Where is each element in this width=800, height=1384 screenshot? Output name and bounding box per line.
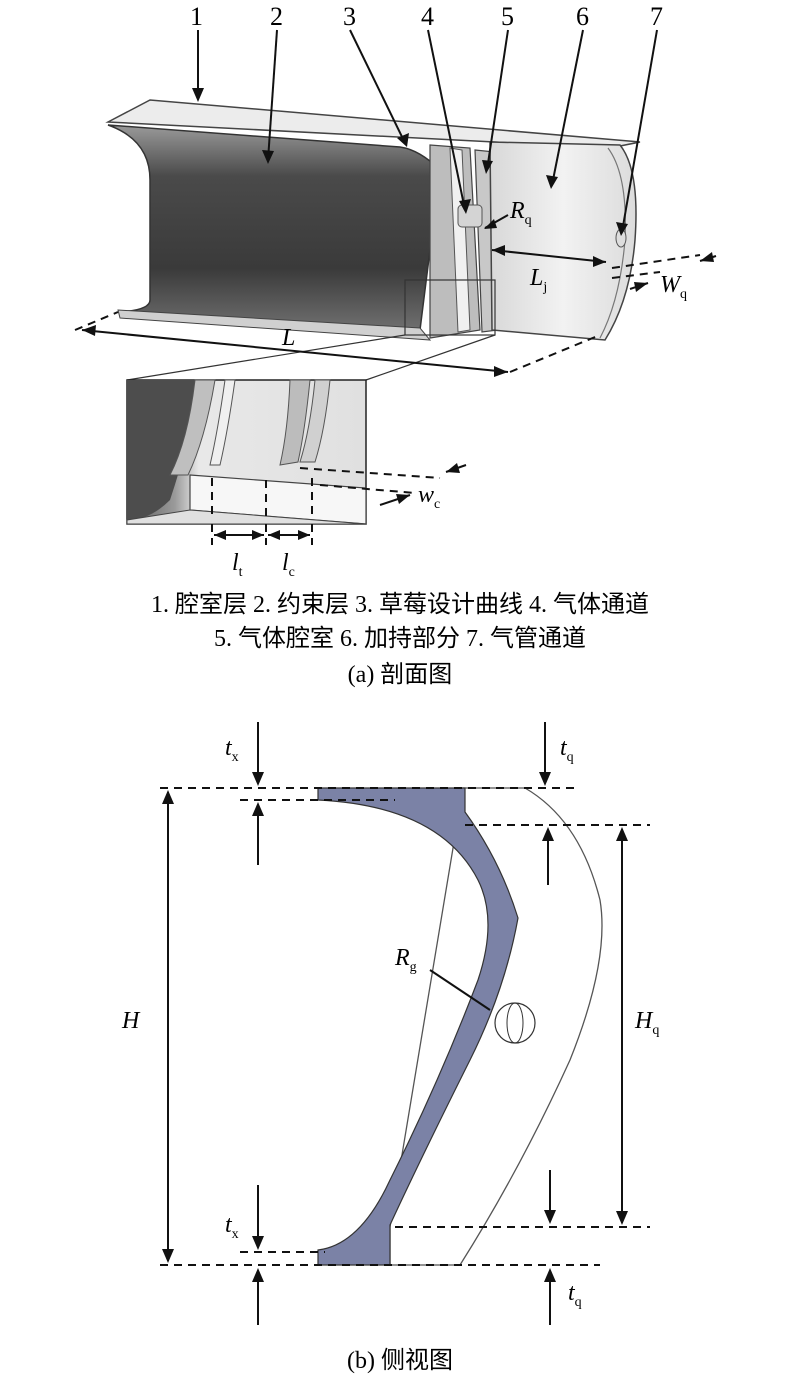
dimension-tx-top: tx bbox=[225, 722, 264, 865]
restraint-layer-top bbox=[105, 99, 641, 149]
gas-channel-port bbox=[457, 204, 483, 228]
label-tq-top: tq bbox=[560, 735, 574, 765]
annotation-Rq: Rq bbox=[484, 198, 532, 229]
grip-outline bbox=[389, 787, 603, 1266]
label-wc: wc bbox=[418, 482, 440, 512]
air-tube-ellipse bbox=[506, 1002, 524, 1044]
number-2: 2 bbox=[270, 2, 283, 31]
label-tq-bottom: tq bbox=[568, 1280, 582, 1310]
dimension-wc: wc bbox=[379, 463, 467, 512]
zoom-source-box bbox=[404, 279, 496, 336]
caption-a: (a) 剖面图 bbox=[348, 661, 453, 688]
dimension-L: L bbox=[74, 311, 601, 377]
dimension-tq-bottom: tq bbox=[544, 1170, 582, 1325]
label-Rq: Rq bbox=[509, 198, 532, 228]
legend-line-1: 1. 腔室层 2. 约束层 3. 草莓设计曲线 4. 气体通道 bbox=[151, 591, 649, 618]
chamber-bottom-rim bbox=[117, 309, 432, 341]
zoom-ring-3 bbox=[279, 379, 311, 466]
legend-line-2: 5. 气体腔室 6. 加持部分 7. 气管通道 bbox=[214, 625, 586, 652]
label-lc: lc bbox=[282, 550, 295, 580]
label-tx-bottom: tx bbox=[225, 1212, 239, 1242]
label-Wq: Wq bbox=[660, 272, 687, 302]
number-1: 1 bbox=[190, 2, 203, 31]
dimension-H: H bbox=[121, 790, 174, 1263]
annotation-Rg: Rg bbox=[394, 945, 491, 1011]
label-Hq: Hq bbox=[634, 1008, 659, 1038]
zoom-connector-right bbox=[365, 334, 496, 381]
dimension-Hq: Hq bbox=[616, 827, 659, 1225]
section-view bbox=[105, 99, 641, 381]
reference-lines bbox=[160, 787, 650, 1266]
caption-b: (b) 侧视图 bbox=[347, 1347, 453, 1374]
number-4: 4 bbox=[421, 2, 434, 31]
number-5: 5 bbox=[501, 2, 514, 31]
number-labels: 1 2 3 4 5 6 7 bbox=[190, 2, 663, 31]
number-7: 7 bbox=[650, 2, 663, 31]
label-Rg: Rg bbox=[394, 945, 417, 975]
label-tx-top: tx bbox=[225, 735, 239, 765]
zoom-base bbox=[126, 509, 367, 525]
number-3: 3 bbox=[343, 2, 356, 31]
gas-channel-inner bbox=[449, 147, 471, 333]
dimension-Lj: Lj bbox=[491, 245, 607, 295]
number-6: 6 bbox=[576, 2, 589, 31]
zoom-connector-left bbox=[126, 334, 406, 381]
chamber-layer bbox=[107, 124, 441, 331]
number-leaders bbox=[192, 29, 658, 236]
label-L: L bbox=[281, 325, 295, 351]
label-Lj: Lj bbox=[529, 265, 547, 295]
zoom-ring-4 bbox=[299, 379, 331, 463]
zoom-ring-1 bbox=[169, 379, 216, 476]
label-H: H bbox=[121, 1008, 141, 1034]
label-lt: lt bbox=[232, 550, 243, 580]
side-view bbox=[317, 787, 603, 1266]
zoom-ring-2 bbox=[209, 379, 236, 466]
dimension-tq-top: tq bbox=[539, 722, 574, 885]
zoom-inset bbox=[126, 379, 441, 525]
zoom-chamber bbox=[127, 380, 200, 520]
strawberry-profile bbox=[317, 787, 519, 1266]
dimension-Wq: Wq bbox=[611, 252, 717, 302]
dimension-tx-bottom: tx bbox=[225, 1185, 264, 1325]
grip-part bbox=[489, 141, 637, 341]
dimension-lt-lc: lt lc bbox=[211, 524, 313, 580]
